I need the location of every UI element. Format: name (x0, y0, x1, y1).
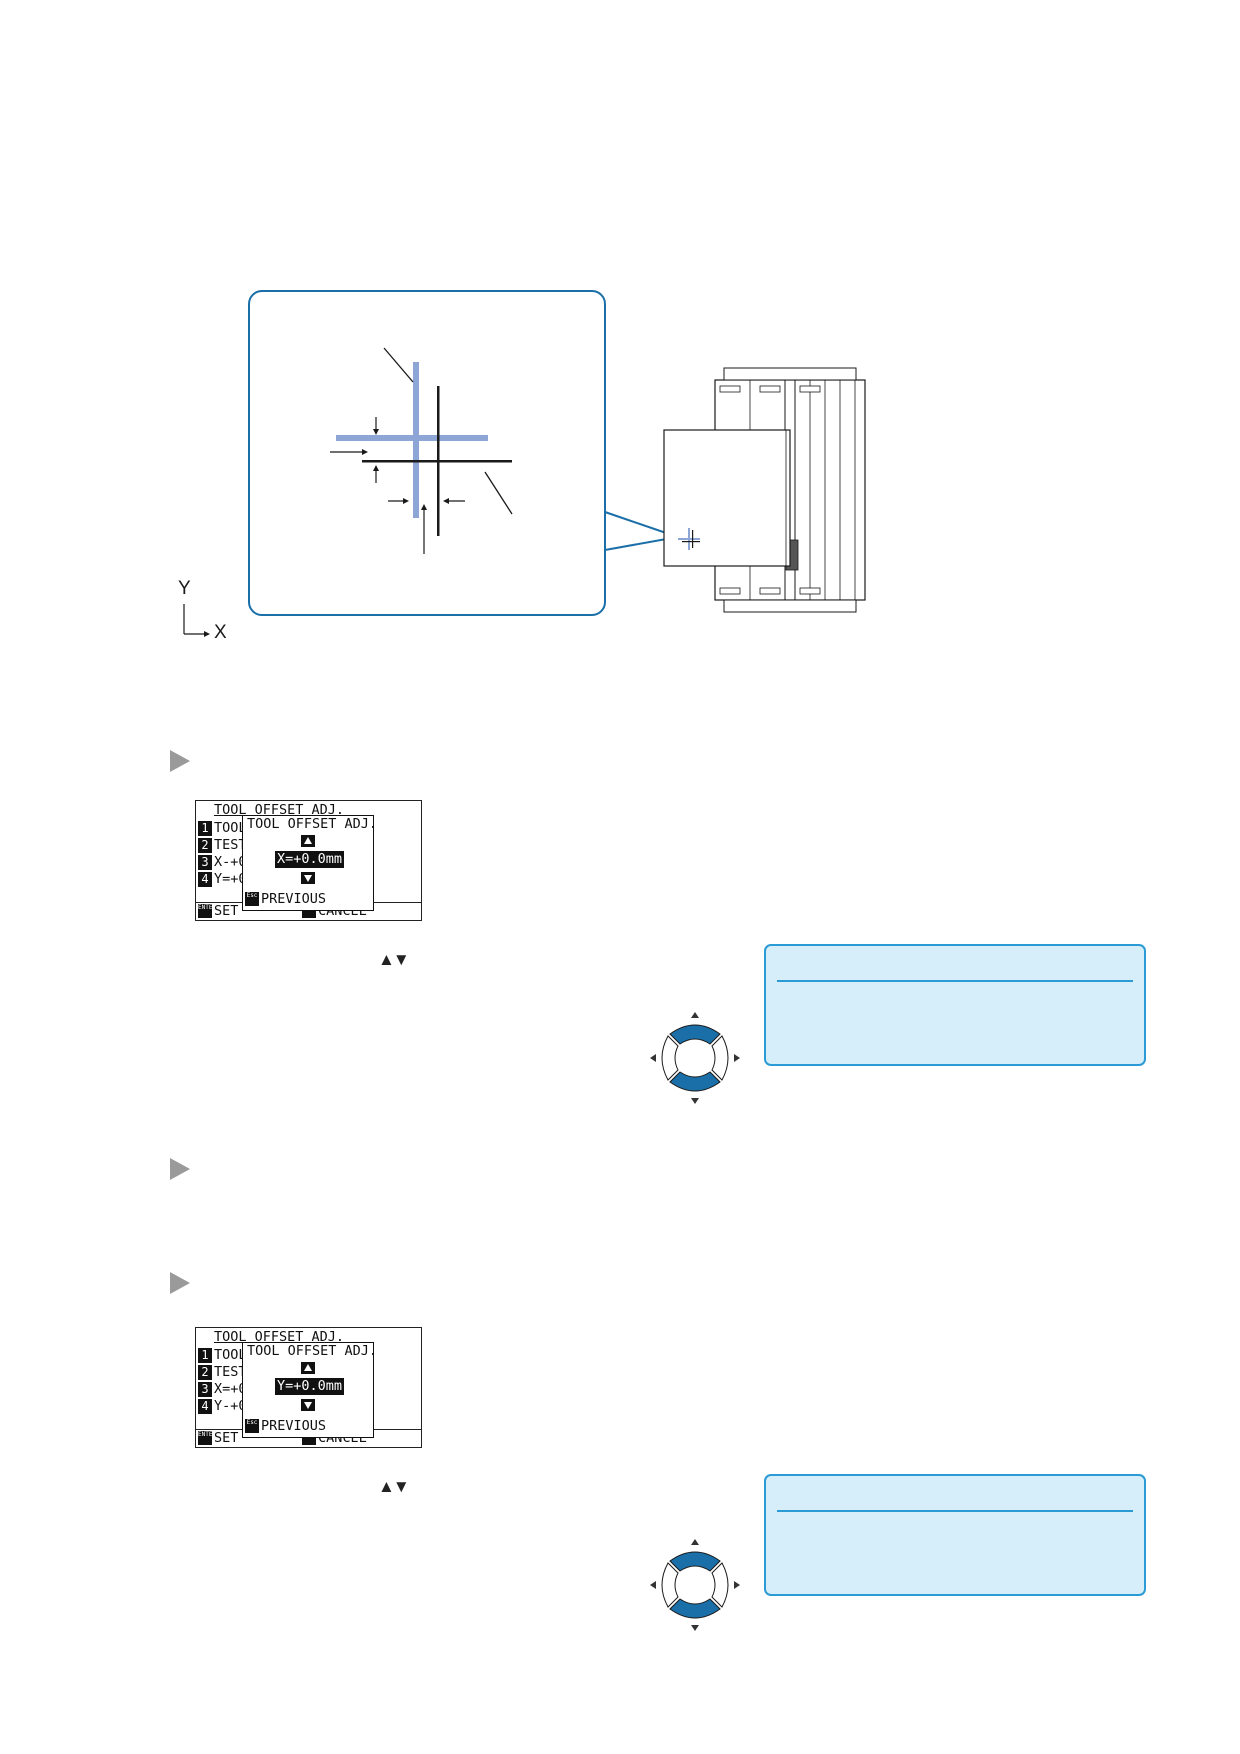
step-marker-2 (170, 1158, 190, 1180)
menu-number: 3 (198, 854, 212, 870)
axis-x-label: X (214, 622, 227, 643)
menu-number: 1 (198, 820, 212, 836)
leader-line-black (484, 471, 513, 515)
menu-number: 2 (198, 837, 212, 853)
cross-mark-diagram (330, 347, 513, 554)
menu-item-text: X-+0 (214, 854, 247, 870)
control-pad-up-down-2 (650, 1539, 740, 1631)
updown-arrows-icon: ▲▼ (378, 950, 410, 969)
esc-key-icon: Esc (245, 1419, 259, 1433)
note-box-2 (764, 1474, 1146, 1596)
arrow-up-icon (301, 835, 315, 847)
step-marker-1 (170, 750, 190, 772)
step-marker-3 (170, 1272, 190, 1294)
menu-number: 2 (198, 1364, 212, 1380)
menu-number: 4 (198, 1398, 212, 1414)
arrow-down-icon (301, 872, 315, 884)
plotter-illustration (604, 367, 866, 613)
menu-item-text: TOOL (214, 1347, 247, 1363)
menu-number: 4 (198, 871, 212, 887)
esc-key-icon: Esc (245, 892, 259, 906)
enter-key-icon: ENTER (198, 904, 216, 918)
menu-item-text: Y-+0 (214, 1398, 247, 1414)
popup-title: TOOL OFFSET ADJ. (247, 816, 378, 832)
blue-cross-horizontal (336, 435, 488, 441)
set-label: SET (214, 903, 239, 919)
updown-arrows-icon: ▲▼ (378, 1477, 410, 1496)
menu-item-text: X=+0 (214, 1381, 247, 1397)
arrow-up-icon (301, 1362, 315, 1374)
black-cross-horizontal (362, 460, 512, 463)
previous-label: PREVIOUS (261, 891, 327, 907)
enter-key-icon: ENTER (198, 1431, 216, 1445)
lcd-title: TOOL OFFSET ADJ. (214, 802, 345, 818)
set-label: SET (214, 1430, 239, 1446)
popup-title: TOOL OFFSET ADJ. (247, 1343, 378, 1359)
axis-indicator: Y X (176, 578, 236, 644)
control-pad-up-down-1 (650, 1012, 740, 1104)
menu-item-text: Y=+0 (214, 871, 247, 887)
menu-item-text: TOOL (214, 820, 247, 836)
menu-number: 1 (198, 1347, 212, 1363)
arrow-down-icon (301, 1399, 315, 1411)
lcd-title: TOOL OFFSET ADJ. (214, 1329, 345, 1345)
menu-item-text: TEST (214, 837, 247, 853)
axis-y-label: Y (178, 578, 191, 599)
menu-number: 3 (198, 1381, 212, 1397)
offset-value: Y=+0.0mm (275, 1378, 345, 1395)
previous-label: PREVIOUS (261, 1418, 327, 1434)
zoom-callout (248, 290, 606, 616)
menu-item-text: TEST (214, 1364, 247, 1380)
leader-line-blue (383, 347, 414, 383)
offset-value: X=+0.0mm (275, 851, 345, 868)
note-box-1 (764, 944, 1146, 1066)
